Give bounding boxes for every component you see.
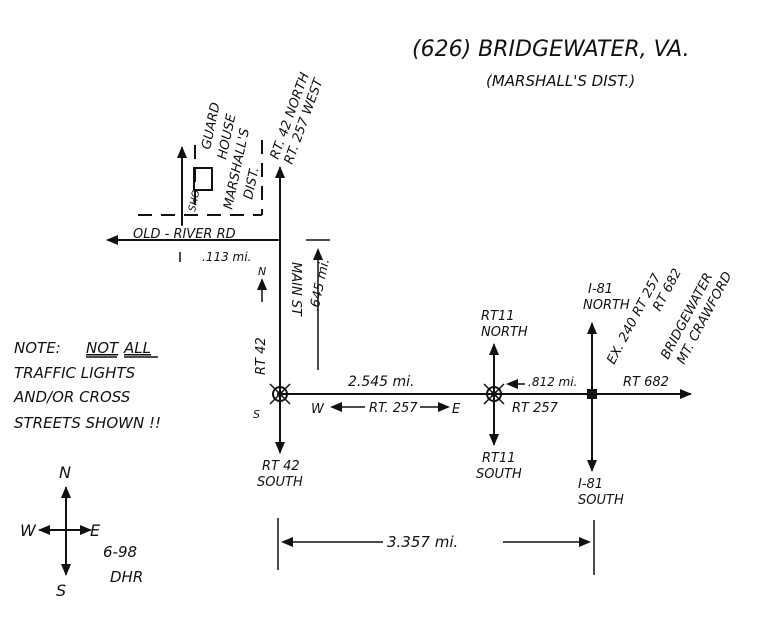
guard-house-building xyxy=(193,167,213,191)
sho-label: SHO. xyxy=(187,186,203,212)
dist-3357-label: 3.357 mi. xyxy=(387,533,458,551)
compass-n: N xyxy=(59,463,71,482)
rt257-mid-label: RT. 257 xyxy=(369,401,418,416)
rt257-east-label: RT 257 xyxy=(512,401,559,416)
rt11-north-label-2: NORTH xyxy=(481,325,528,340)
rt11-south-label-1: RT11 xyxy=(482,451,516,466)
main-st-label: MAIN ST xyxy=(288,262,303,317)
rt42-south-label-2: SOUTH xyxy=(257,475,303,490)
footer-author: DHR xyxy=(110,568,143,586)
rt42-label: RT 42 xyxy=(254,337,269,375)
dist-812-label: .812 mi. xyxy=(528,375,577,389)
i81-north-label-2: NORTH xyxy=(583,298,630,313)
e-label: E xyxy=(452,402,461,417)
marshalls-dist-label-2: DIST. xyxy=(241,166,262,201)
map-title: (626) BRIDGEWATER, VA. xyxy=(412,37,690,62)
rt42-south-label-1: RT 42 xyxy=(262,459,300,474)
rt42-dir-n: N xyxy=(258,265,266,278)
exit-label-1: EX. 240 RT 257 xyxy=(604,271,665,367)
rt11-north-label-1: RT11 xyxy=(481,309,515,324)
i81-south-label-1: I-81 xyxy=(578,477,603,492)
note-block: NOTE: NOT ALL TRAFFIC LIGHTS AND/OR CROS… xyxy=(13,339,161,432)
note-line-2: TRAFFIC LIGHTS xyxy=(14,364,136,382)
compass-w: W xyxy=(20,521,37,540)
old-river-rd-label: OLD - RIVER RD xyxy=(133,227,236,242)
guard-house-area: GUARD HOUSE MARSHALL'S DIST. SHO. xyxy=(138,101,263,216)
note-line-3: AND/OR CROSS xyxy=(13,388,131,406)
compass-e: E xyxy=(90,521,101,540)
traffic-light-rt42 xyxy=(269,383,291,405)
i81-north-label-1: I-81 xyxy=(588,282,613,297)
rt682-label: RT 682 xyxy=(623,375,669,390)
i81-south-label-2: SOUTH xyxy=(578,493,624,508)
dist-645-label: .645 mi. xyxy=(307,257,333,312)
note-line-1-all: ALL xyxy=(123,339,151,357)
note-line-1-pre: NOTE: xyxy=(14,339,61,357)
dist-2545-label: 2.545 mi. xyxy=(348,374,415,390)
compass-rose: N S W E xyxy=(20,463,101,600)
note-line-4: STREETS SHOWN !! xyxy=(14,414,161,432)
rt42-dir-s: S xyxy=(253,408,260,421)
map-subtitle: (MARSHALL'S DIST.) xyxy=(486,72,635,90)
w-label: W xyxy=(311,402,325,417)
compass-s: S xyxy=(56,581,66,600)
dist-113-label: .113 mi. xyxy=(202,250,251,264)
footer-date: 6-98 xyxy=(103,543,137,561)
rt11-south-label-2: SOUTH xyxy=(476,467,522,482)
note-line-1-not: NOT xyxy=(86,339,120,357)
